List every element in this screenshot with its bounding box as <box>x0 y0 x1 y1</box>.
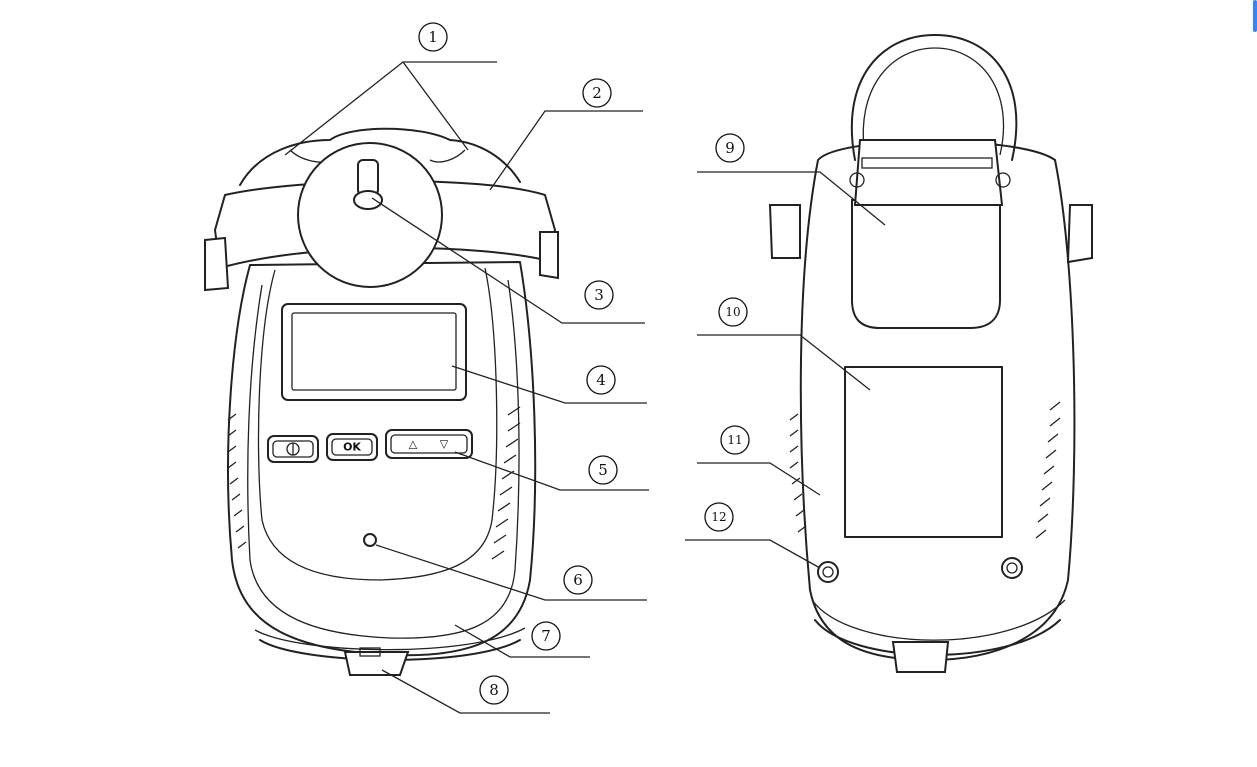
back-view <box>768 34 1093 673</box>
svg-text:11: 11 <box>727 433 742 447</box>
callout-12: 12 <box>704 502 734 532</box>
back-bottom-latch <box>891 641 950 673</box>
callout-7: 7 <box>531 621 561 651</box>
display-screen <box>291 312 457 391</box>
svg-text:12: 12 <box>711 510 726 524</box>
svg-text:10: 10 <box>725 305 740 319</box>
callout-6: 6 <box>563 565 593 595</box>
down-arrow-icon[interactable]: ▽ <box>440 438 449 451</box>
callout-9: 9 <box>715 133 745 163</box>
svg-text:7: 7 <box>541 627 551 645</box>
ok-button-label: OK <box>343 441 361 454</box>
arrow-buttons[interactable]: △ ▽ <box>385 429 473 459</box>
gas-inlet-nozzle <box>357 159 379 196</box>
right-vents <box>491 406 521 560</box>
svg-text:4: 4 <box>596 371 606 389</box>
leader-lines <box>284 61 886 714</box>
callouts: 1 2 3 4 5 6 7 8 9 10 11 12 <box>418 22 750 705</box>
svg-text:3: 3 <box>594 286 604 304</box>
svg-text:1: 1 <box>428 28 438 46</box>
gas-inlet-cap <box>297 142 443 288</box>
power-button[interactable] <box>267 435 319 463</box>
svg-text:2: 2 <box>592 84 602 102</box>
svg-text:5: 5 <box>598 461 608 479</box>
callout-11: 11 <box>720 425 750 455</box>
ok-button[interactable]: OK <box>326 433 378 461</box>
display-bezel <box>281 303 467 401</box>
callout-2: 2 <box>582 78 612 108</box>
callout-8: 8 <box>479 675 509 705</box>
back-right-vents <box>1035 401 1061 539</box>
callout-10: 10 <box>718 297 748 327</box>
callout-1: 1 <box>418 22 448 52</box>
scrollbar-edge <box>1253 0 1257 32</box>
bottom-latch <box>343 651 410 676</box>
callout-5: 5 <box>588 455 618 485</box>
svg-text:9: 9 <box>725 139 735 157</box>
back-left-vents <box>789 413 807 533</box>
back-clip-plate <box>851 199 1001 329</box>
alarm-hole <box>363 533 377 547</box>
back-body-outline <box>799 140 1076 661</box>
callout-4: 4 <box>586 365 616 395</box>
front-body-outline <box>227 261 537 657</box>
screw-left <box>817 561 839 583</box>
handle-loop <box>850 34 1018 161</box>
svg-text:8: 8 <box>489 681 499 699</box>
callout-3: 3 <box>584 280 614 310</box>
front-view: OK △ ▽ <box>204 127 559 676</box>
left-vents <box>227 413 247 549</box>
back-label-area <box>844 366 1003 538</box>
front-panel <box>257 267 498 581</box>
screw-right <box>1001 557 1023 579</box>
up-arrow-icon[interactable]: △ <box>409 438 418 451</box>
svg-text:6: 6 <box>573 571 583 589</box>
